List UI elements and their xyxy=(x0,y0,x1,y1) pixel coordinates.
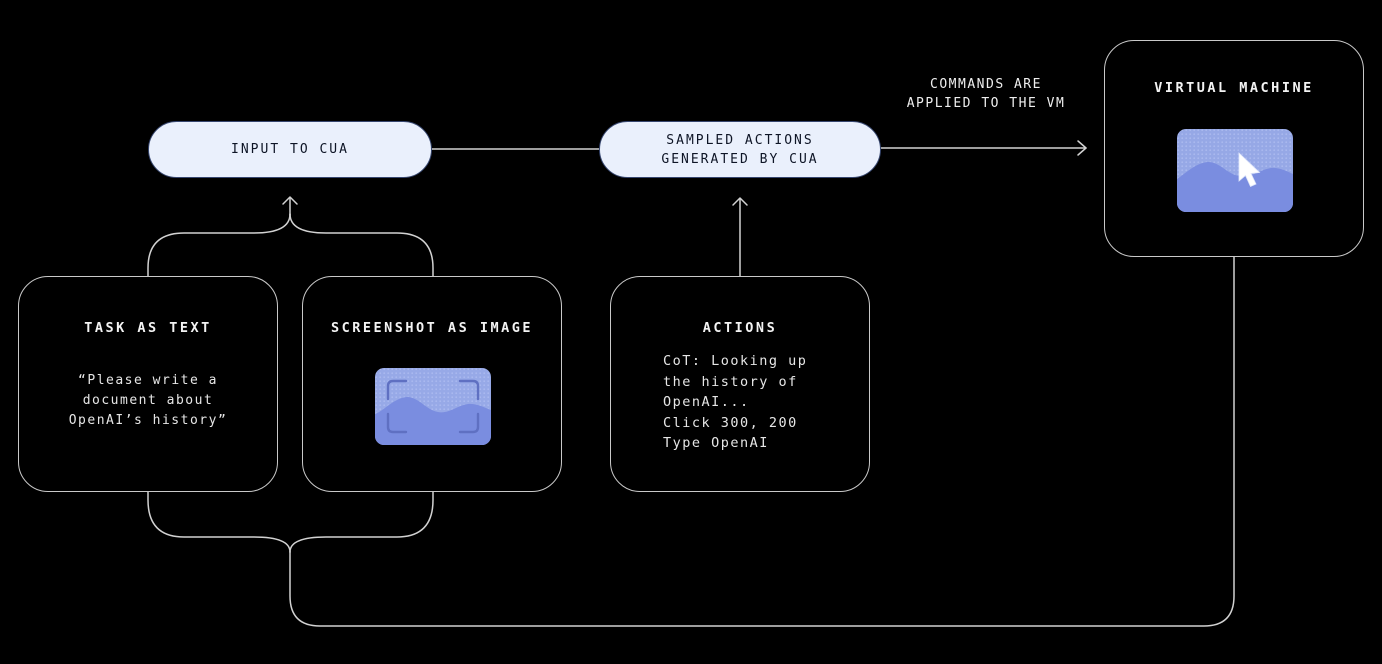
actions-body-line1: CoT: Looking up xyxy=(663,353,808,369)
commands-annotation-line2: APPLIED TO THE VM xyxy=(906,96,1066,111)
cursor-icon xyxy=(1238,152,1261,188)
selection-brackets-icon xyxy=(386,379,480,434)
node-input-to-cua: INPUT TO CUA xyxy=(148,121,432,178)
commands-annotation: COMMANDS ARE APPLIED TO THE VM xyxy=(886,75,1086,113)
sampled-pill-line1: SAMPLED ACTIONS xyxy=(666,132,814,148)
task-body-line3: OpenAI’s history” xyxy=(68,413,228,428)
node-actions: ACTIONS CoT: Looking up the history of O… xyxy=(610,276,870,492)
actions-box-body: CoT: Looking up the history of OpenAI...… xyxy=(663,351,807,454)
actions-body-line5: Type OpenAI xyxy=(663,435,769,451)
sampled-pill-line2: GENERATED BY CUA xyxy=(661,151,819,167)
arrowhead-to-sampled xyxy=(732,197,748,206)
brace-top-left xyxy=(147,213,291,277)
task-box-title: TASK AS TEXT xyxy=(84,320,212,336)
actions-body-line3: OpenAI... xyxy=(663,394,750,410)
screenshot-box-title: SCREENSHOT AS IMAGE xyxy=(331,320,533,336)
node-virtual-machine: VIRTUAL MACHINE xyxy=(1104,40,1364,257)
actions-body-line2: the history of xyxy=(663,373,798,390)
arrowhead-to-vm xyxy=(1077,140,1087,156)
feedback-loop-line xyxy=(289,256,1235,627)
input-pill-label: INPUT TO CUA xyxy=(231,142,349,157)
node-screenshot-as-image: SCREENSHOT AS IMAGE xyxy=(302,276,562,492)
brace-bottom-left xyxy=(147,491,291,553)
hills-shape xyxy=(1177,162,1293,212)
brace-top-right xyxy=(289,213,434,277)
task-box-body: “Please write a document about OpenAI’s … xyxy=(19,371,277,431)
actions-body-line4: Click 300, 200 xyxy=(663,414,798,431)
task-body-line1: “Please write a xyxy=(78,373,218,388)
vm-box-title: VIRTUAL MACHINE xyxy=(1154,80,1314,96)
arrowhead-to-input xyxy=(282,196,298,205)
vm-screen-thumbnail xyxy=(1177,129,1293,212)
screenshot-thumbnail xyxy=(375,368,491,445)
task-body-line2: document about xyxy=(82,393,214,408)
node-sampled-actions: SAMPLED ACTIONS GENERATED BY CUA xyxy=(599,121,881,178)
brace-bottom-right xyxy=(289,491,434,553)
commands-annotation-line1: COMMANDS ARE xyxy=(930,77,1042,92)
node-task-as-text: TASK AS TEXT “Please write a document ab… xyxy=(18,276,278,492)
actions-box-title: ACTIONS xyxy=(702,320,778,336)
